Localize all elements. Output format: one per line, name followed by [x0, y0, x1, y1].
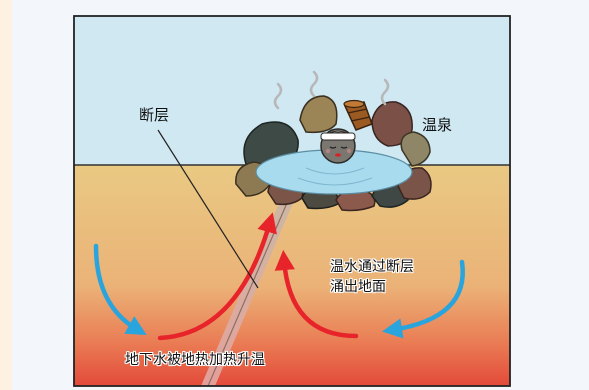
hot-spring-label: 温泉 — [422, 116, 453, 134]
blue-arrow-left — [93, 243, 147, 336]
blue-arrow-right — [381, 259, 465, 339]
rise-text-line1: 温水通过断层 — [330, 259, 414, 275]
wooden-bucket — [343, 99, 373, 131]
fault-pointer-line — [157, 129, 259, 289]
heated-groundwater-label: 地下水被地热加热升温 — [125, 352, 265, 368]
fault-label: 断层 — [139, 106, 170, 124]
diagram-frame — [73, 15, 511, 387]
red-arrow-right — [274, 249, 359, 339]
steam-wisps — [273, 70, 390, 110]
bather-figure — [320, 128, 356, 164]
rise-text-line2: 涌出地面 — [330, 279, 386, 295]
left-margin-strip — [0, 0, 12, 390]
red-arrow-left — [157, 212, 277, 341]
